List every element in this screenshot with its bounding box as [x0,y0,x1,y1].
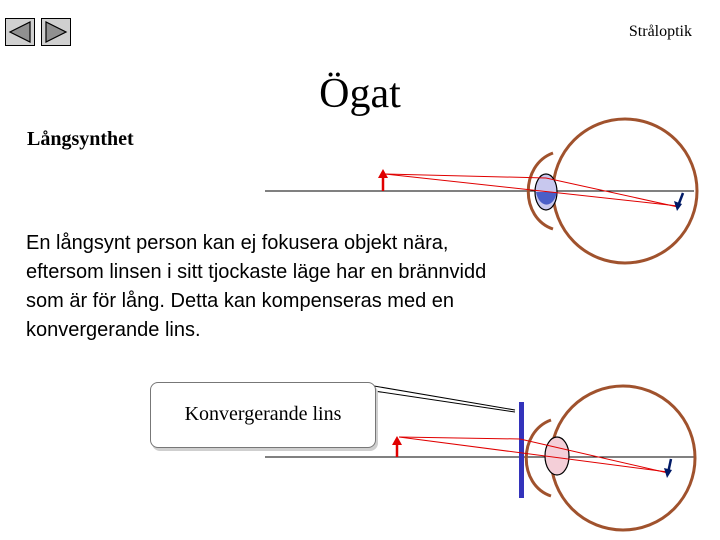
slide-title-text: Ögat [319,71,401,117]
triangle-left-icon [8,21,31,43]
triangle-right-icon [45,21,68,43]
body-text: En långsynt person kan ej fokusera objek… [26,229,546,345]
ray [398,436,669,473]
ray [545,177,679,208]
slide-title: Ögat [0,70,720,118]
image-arrow-head [664,468,672,478]
cornea [524,418,552,498]
body-line: konvergerande lins. [26,319,201,341]
cornea [526,151,554,231]
corrective-lens [519,402,524,498]
image-arrow-head [674,201,682,211]
ray [398,436,521,440]
ray [519,438,669,474]
object-arrow-head [392,436,402,445]
body-line: En långsynt person kan ej fokusera objek… [26,232,449,254]
ray [384,173,679,207]
eye-lens-shade [536,192,557,205]
callout-pointer [373,385,516,411]
eye-diagram-uncorrected [265,117,699,265]
callout-box: Konvergerande lins [150,382,376,448]
section-label: Stråloptik [628,23,692,40]
body-line: som är för lång. Detta kan kompenseras m… [26,290,454,312]
next-slide-button[interactable] [41,18,71,46]
eyeball-outline [549,384,697,532]
previous-slide-button[interactable] [5,18,35,46]
callout-label: Konvergerande lins [184,403,342,425]
body-line: eftersom linsen i sitt tjockaste läge ha… [26,261,487,283]
eye-diagram-corrected [265,384,697,532]
object-arrow-head [378,169,388,178]
ray [384,173,547,179]
slide-subtitle: Långsynthet [27,128,134,150]
callout-pointer [373,390,516,413]
